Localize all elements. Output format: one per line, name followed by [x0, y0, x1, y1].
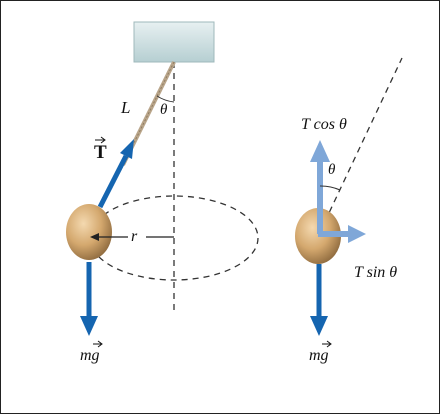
tension-arrowhead	[120, 139, 134, 159]
label-gravity-right: mg	[309, 347, 329, 364]
theta-arc-left	[156, 95, 175, 103]
pendulum-string-shade	[122, 61, 175, 166]
label-length-L: L	[121, 98, 131, 117]
tension-arrow	[97, 154, 129, 209]
label-radius-r: r	[131, 228, 138, 245]
string-direction-dashed	[319, 57, 403, 233]
label-tsin: T sin θ	[354, 264, 398, 281]
label-tcos: T cos θ	[301, 116, 347, 133]
tsin-arrowhead	[348, 225, 366, 243]
ceiling-support	[133, 21, 215, 63]
label-gravity-left: mg	[80, 347, 100, 364]
vector-accent-g-right	[322, 340, 332, 348]
radius-arrowhead	[90, 233, 99, 241]
tcos-arrowhead	[310, 140, 330, 162]
gravity-arrowhead-left	[80, 316, 98, 336]
vector-accent-g-left	[93, 340, 103, 348]
label-tension-T: T	[94, 142, 107, 163]
label-theta-left: θ	[160, 102, 168, 118]
vector-accent-T	[95, 136, 106, 144]
theta-arc-right	[319, 185, 341, 191]
bob-left	[66, 204, 112, 260]
gravity-arrowhead-right	[310, 316, 328, 336]
label-theta-right: θ	[328, 162, 336, 178]
